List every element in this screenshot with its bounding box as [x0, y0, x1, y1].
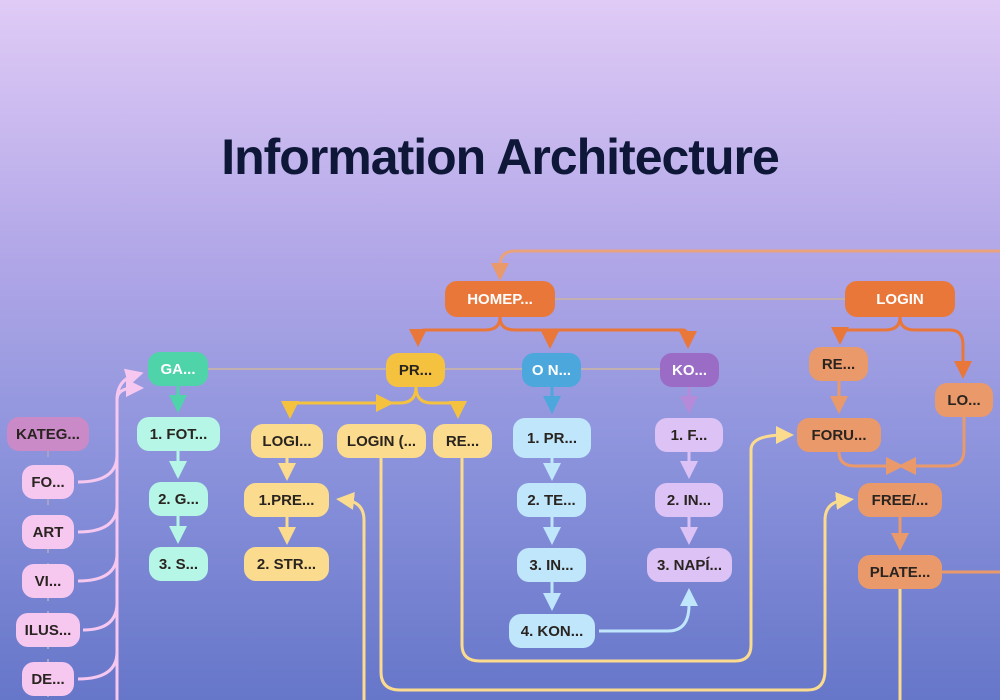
node-cat-de[interactable]: DE... — [22, 662, 74, 696]
node-pr-re[interactable]: RE... — [433, 424, 492, 458]
node-galerie[interactable]: GA... — [148, 352, 208, 386]
node-o-nas[interactable]: O N... — [522, 353, 581, 387]
node-pr-logi[interactable]: LOGI... — [251, 424, 323, 458]
node-ga-1[interactable]: 1. FOT... — [137, 417, 220, 451]
node-cat-ilus[interactable]: ILUS... — [16, 613, 80, 647]
node-free[interactable]: FREE/... — [858, 483, 942, 517]
node-kategorie[interactable]: KATEG... — [7, 417, 89, 451]
node-cat-art[interactable]: ART — [22, 515, 74, 549]
node-ko-2[interactable]: 2. IN... — [655, 483, 723, 517]
node-kontakt[interactable]: KO... — [660, 353, 719, 387]
node-plate[interactable]: PLATE... — [858, 555, 942, 589]
node-login[interactable]: LOGIN — [845, 281, 955, 317]
node-pr[interactable]: PR... — [386, 353, 445, 387]
node-login-lo[interactable]: LO... — [935, 383, 993, 417]
node-on-4[interactable]: 4. KON... — [509, 614, 595, 648]
node-ko-1[interactable]: 1. F... — [655, 418, 723, 452]
node-pr-1[interactable]: 1.PRE... — [244, 483, 329, 517]
node-pr-2[interactable]: 2. STR... — [244, 547, 329, 581]
node-cat-vi[interactable]: VI... — [22, 564, 74, 598]
node-ga-3[interactable]: 3. S... — [149, 547, 208, 581]
node-login-re[interactable]: RE... — [809, 347, 868, 381]
node-homepage[interactable]: HOMEP... — [445, 281, 555, 317]
node-pr-login[interactable]: LOGIN (... — [337, 424, 426, 458]
node-forum[interactable]: FORU... — [797, 418, 881, 452]
node-on-2[interactable]: 2. TE... — [517, 483, 586, 517]
node-on-3[interactable]: 3. IN... — [517, 548, 586, 582]
page-title: Information Architecture — [221, 129, 780, 185]
node-cat-fo[interactable]: FO... — [22, 465, 74, 499]
node-ga-2[interactable]: 2. G... — [149, 482, 208, 516]
node-on-1[interactable]: 1. PR... — [513, 418, 591, 458]
node-ko-3[interactable]: 3. NAPÍ... — [647, 548, 732, 582]
